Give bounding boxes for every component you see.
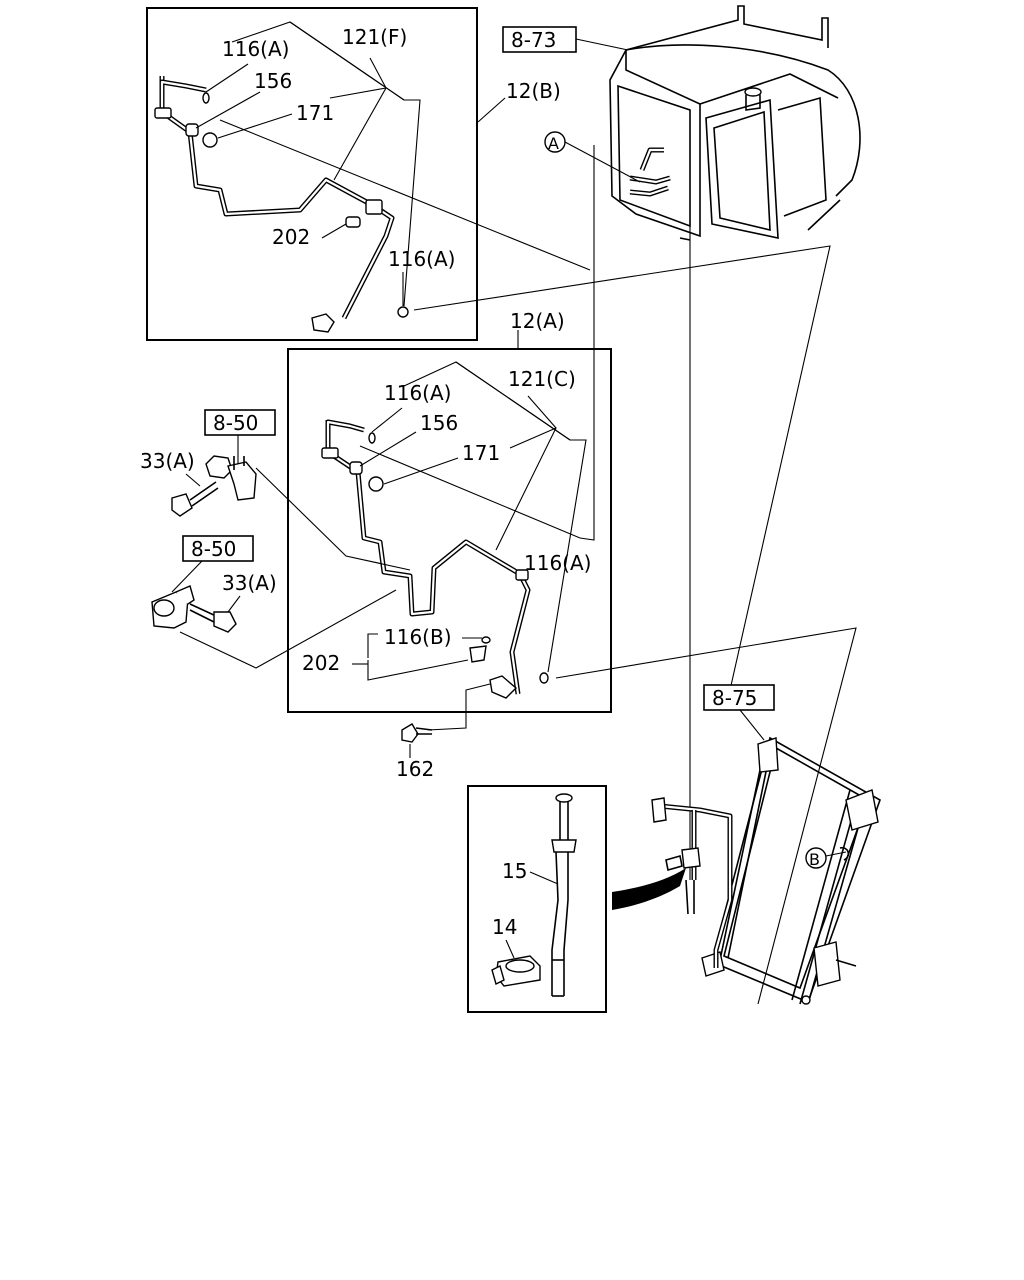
title-12a: 12(A) (510, 309, 565, 333)
pipe-121c-lower-end (489, 675, 518, 699)
label-12b-202: 202 (272, 225, 310, 249)
label-12b-156: 156 (254, 69, 292, 93)
inset-frame (467, 785, 607, 1013)
bracket-121f (365, 199, 383, 215)
tube-15 (551, 793, 577, 997)
label-12b-116a-bottom: 116(A) (388, 247, 455, 271)
label-12b-171: 171 (296, 101, 334, 125)
leader-line (179, 589, 397, 669)
title-12b: 12(B) (506, 79, 561, 103)
nut-156 (349, 461, 363, 475)
label-12a-156: 156 (420, 411, 458, 435)
ref-8-75-box (703, 684, 775, 711)
label-162: 162 (396, 757, 434, 781)
condenser-unit (651, 736, 881, 1005)
leader-line (359, 145, 595, 541)
o-ring-116a (368, 432, 376, 444)
marker-b-circle (805, 847, 827, 869)
leader-line (427, 683, 491, 731)
label-14: 14 (492, 915, 517, 939)
clamp-14 (491, 955, 541, 987)
leader-line (555, 627, 857, 1005)
o-ring-116b (481, 636, 491, 644)
pipe-121f-lower-end (311, 313, 335, 333)
label-12a-116a-right: 116(A) (524, 551, 591, 575)
nut-156 (185, 123, 199, 137)
label-121f: 121(F) (342, 25, 407, 49)
o-ring-116a-right (539, 672, 549, 684)
pointer-arrow (612, 868, 686, 910)
bolt-202 (345, 216, 361, 228)
leader-line (219, 119, 591, 271)
ref-8-50-top[interactable]: 8-50 (213, 411, 258, 435)
ref-8-73[interactable]: 8-73 (511, 28, 556, 52)
clamp-bottom (151, 585, 195, 629)
label-12b-116a-top: 116(A) (222, 37, 289, 61)
o-ring-116a-bottom (397, 306, 409, 318)
evaporator-unit (609, 5, 861, 241)
marker-b: B (809, 850, 820, 869)
o-ring-116a (202, 92, 210, 104)
bolt-33a-top (171, 481, 219, 517)
bracket-121c (515, 569, 529, 581)
box-12b-frame (146, 7, 478, 341)
bolt-202 (469, 645, 487, 663)
label-15: 15 (502, 859, 527, 883)
nut-171 (202, 132, 218, 148)
nut-171 (368, 476, 384, 492)
label-33a-top: 33(A) (140, 449, 195, 473)
clamp-top (205, 455, 257, 501)
ref-8-50-top-box (204, 409, 276, 436)
label-116b: 116(B) (384, 625, 452, 649)
box-12a-frame (287, 348, 612, 713)
bolt-33a-bottom (189, 603, 237, 633)
label-33a-bottom: 33(A) (222, 571, 277, 595)
label-121c: 121(C) (508, 367, 576, 391)
bolt-162 (401, 723, 433, 743)
label-12a-171: 171 (462, 441, 500, 465)
pipe-end-fitting (154, 107, 172, 119)
leader-line (413, 245, 831, 691)
pipe-121f-inner (160, 76, 394, 319)
marker-a: A (548, 134, 559, 153)
ref-8-50-bottom[interactable]: 8-50 (191, 537, 236, 561)
ref-8-75[interactable]: 8-75 (712, 686, 757, 710)
ref-8-50-bottom-box (182, 535, 254, 562)
leader-line (255, 467, 411, 571)
label-12a-202: 202 (302, 651, 340, 675)
label-12a-116a-top: 116(A) (384, 381, 451, 405)
